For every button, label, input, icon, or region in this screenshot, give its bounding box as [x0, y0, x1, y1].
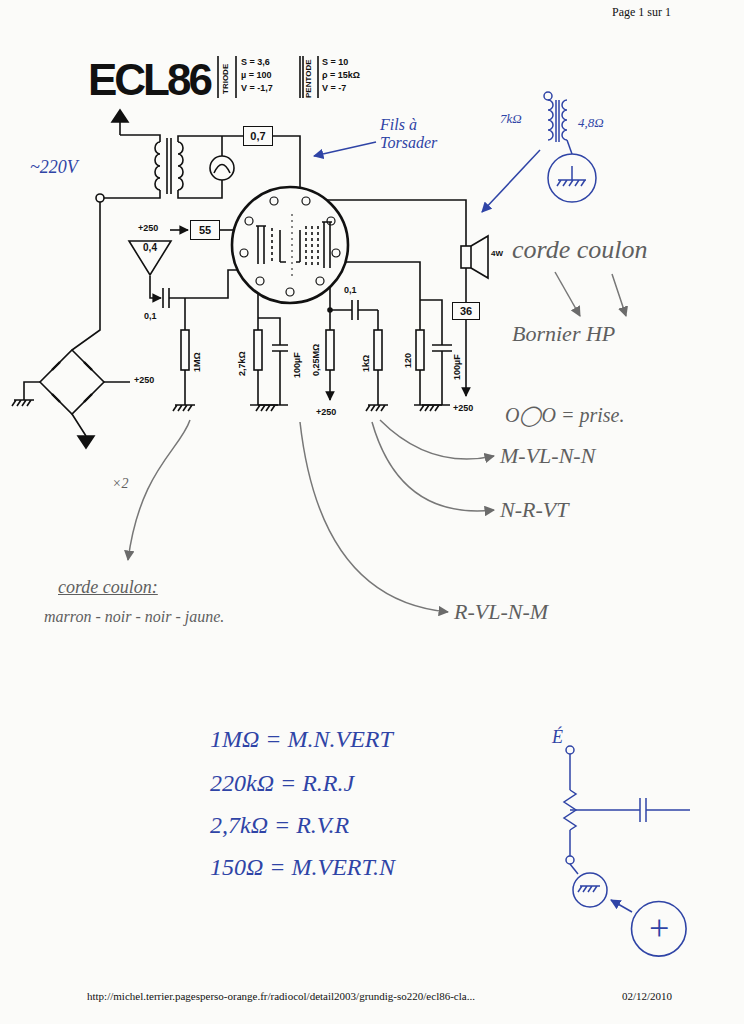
handwritten-note: corde coulon — [512, 236, 648, 265]
value-box: 55 — [190, 220, 220, 240]
value-box: 0,7 — [243, 126, 273, 146]
circled-plus: + — [630, 900, 688, 958]
wire-colour-code: N-R-VT — [500, 498, 568, 522]
handwritten-note: marron - noir - noir - jaune. — [44, 608, 224, 626]
tube-parameter: S = 3,6 — [241, 58, 270, 68]
table-header: PENTODE — [305, 59, 314, 98]
resistor-color-code: 150Ω = M.VERT.N — [210, 854, 395, 880]
input-triangle: 0,4 — [128, 240, 172, 276]
handwritten-note: O◯O = prise. — [505, 404, 624, 426]
component-value: 100µF — [293, 352, 303, 378]
component-value: 1kΩ — [362, 355, 372, 372]
node-text: + — [647, 909, 671, 949]
value-box: 36 — [452, 302, 480, 320]
print-date: 02/12/2010 — [622, 990, 672, 1002]
tube-parameter: µ = 100 — [241, 71, 271, 81]
supply-voltage: +250 — [316, 408, 336, 418]
resistor-color-code: 220kΩ = R.R.J — [210, 770, 354, 796]
table-header: TRIODE — [222, 64, 231, 94]
component-value: 0,1 — [344, 286, 357, 296]
node-text: 0,7 — [250, 130, 265, 142]
wire-colour-code: R-VL-N-M — [454, 600, 548, 624]
tube-parameter: V = -1,7 — [241, 84, 273, 94]
component-value: 2,7kΩ — [238, 351, 248, 376]
page-number: Page 1 sur 1 — [612, 6, 671, 19]
speaker-power: 4W — [491, 250, 503, 259]
handwritten-note: Fils à Torsader — [380, 116, 460, 151]
impedance-value: 4,8Ω — [578, 116, 604, 130]
tube-title: ECL86 — [88, 56, 210, 104]
tube-parameter: V = -7 — [322, 84, 346, 94]
supply-voltage: +250 — [138, 224, 158, 234]
supply-voltage: +250 — [453, 404, 473, 414]
node-text: 36 — [460, 305, 472, 317]
node-text: 0,4 — [143, 242, 157, 253]
tube-parameter: ρ = 15kΩ — [322, 71, 360, 81]
component-value: 1MΩ — [193, 352, 203, 372]
component-value: 0,1 — [144, 312, 157, 322]
resistor-color-code: 2,7kΩ = R.V.R — [210, 812, 349, 838]
handwritten-note: Bornier HP — [512, 322, 622, 346]
mains-voltage: ~220V — [30, 158, 78, 178]
tube-parameter: S = 10 — [322, 58, 348, 68]
component-value: 120 — [404, 353, 414, 368]
component-value: 100µF — [453, 354, 463, 380]
resistor-color-code: 1MΩ = M.N.VERT — [210, 726, 393, 752]
printed-schematic — [12, 56, 488, 448]
handwritten-note: É — [552, 728, 563, 748]
node-text: 55 — [199, 224, 211, 236]
impedance-value: 7kΩ — [500, 112, 522, 126]
wire-colour-code: M-VL-N-N — [500, 444, 595, 468]
handwritten-note: ×2 — [112, 476, 128, 491]
color-code-heading: corde coulon: — [58, 578, 158, 598]
pencil-leader-lines — [128, 272, 626, 612]
pen-annotations — [314, 92, 690, 912]
source-url: http://michel.terrier.pagesperso-orange.… — [87, 990, 475, 1002]
supply-voltage: +250 — [134, 376, 154, 386]
component-value: 0,25MΩ — [312, 344, 322, 376]
